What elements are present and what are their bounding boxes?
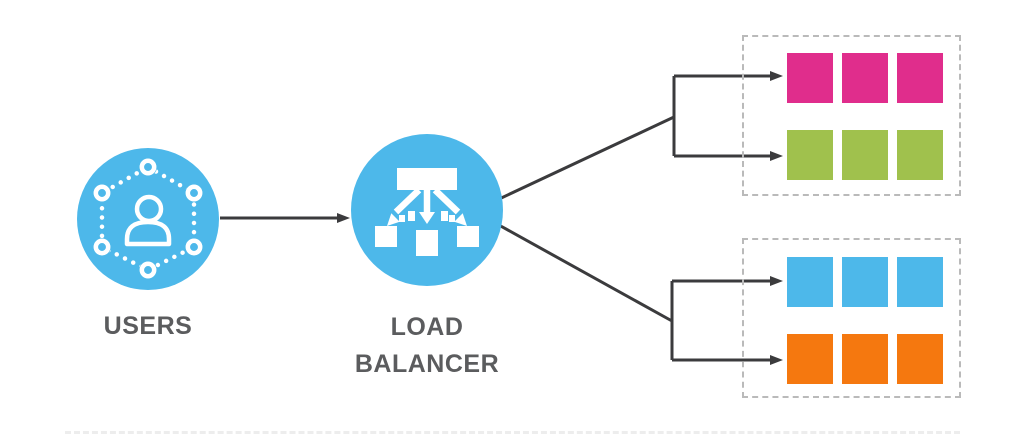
server-row-magenta-server <box>897 53 943 103</box>
users-label: USERS <box>103 312 193 340</box>
cropped-dashed-line <box>65 431 960 434</box>
server-row-magenta <box>787 53 959 103</box>
server-row-orange-server <box>787 334 833 384</box>
person-body <box>124 219 172 247</box>
users-icon <box>93 158 203 279</box>
server-row-blue <box>787 257 959 307</box>
server-row-blue-server <box>842 257 888 307</box>
server-row-orange <box>787 334 959 384</box>
server-row-green-server <box>897 130 943 180</box>
load-balancer-node <box>351 134 503 286</box>
users-node <box>77 148 219 290</box>
arrow-lb-to-top-cluster <box>496 115 675 202</box>
server-row-green-server <box>787 130 833 180</box>
server-row-green-server <box>842 130 888 180</box>
load-balancer-icon <box>375 168 479 256</box>
load-balancer-label: LOAD BALANCER <box>354 313 500 378</box>
server-row-orange-server <box>897 334 943 384</box>
person-head <box>134 194 164 224</box>
server-row-magenta-server <box>842 53 888 103</box>
server-cluster-top <box>742 35 961 196</box>
server-row-magenta-server <box>787 53 833 103</box>
arrow-lb-to-bottom-cluster <box>496 222 673 323</box>
server-row-green <box>787 130 959 180</box>
server-row-blue-server <box>787 257 833 307</box>
server-cluster-bottom <box>742 238 961 398</box>
server-row-blue-server <box>897 257 943 307</box>
server-row-orange-server <box>842 334 888 384</box>
